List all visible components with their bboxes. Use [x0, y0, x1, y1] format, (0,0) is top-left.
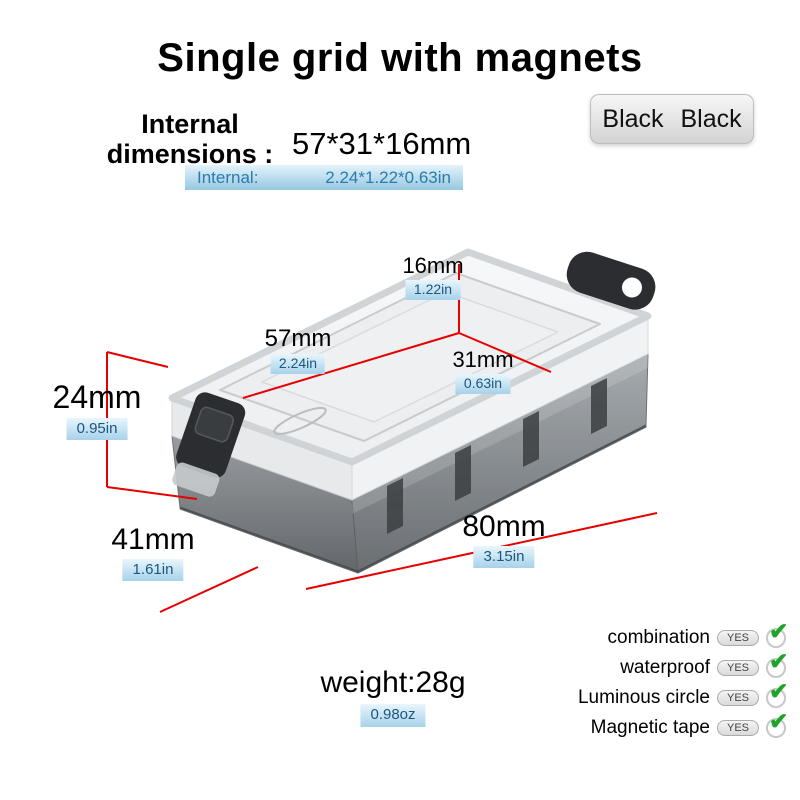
- check-icon: ✔: [766, 618, 788, 648]
- yes-badge: YES: [716, 660, 759, 676]
- check-mark: ✔: [769, 618, 789, 644]
- check-icon: ✔: [766, 708, 788, 738]
- feature-label: Luminous circle: [577, 687, 710, 708]
- feature-checklist: combination YES ✔ waterproof YES ✔ Lumin…: [577, 618, 788, 747]
- yes-badge: YES: [716, 720, 759, 736]
- dim-outer-width-inch: 1.61in: [122, 558, 184, 582]
- internal-dimensions-label: Internal dimensions :: [92, 109, 288, 169]
- internal-label-line2: dimensions :: [106, 138, 274, 169]
- dim-outer-length-inch: 3.15in: [473, 545, 535, 569]
- check-ring: [766, 628, 786, 648]
- dim-inner-height: 16mm 1.22in: [402, 253, 464, 300]
- check-ring: [766, 718, 786, 738]
- dim-inner-width-mm: 31mm: [452, 347, 514, 372]
- box-body: [171, 353, 649, 574]
- dim-inner-length-mm: 57mm: [264, 325, 332, 352]
- check-mark: ✔: [769, 708, 789, 734]
- dim-inner-height-inch: 1.22in: [405, 280, 461, 300]
- dim-outer-length-mm: 80mm: [462, 510, 546, 543]
- check-ring: [766, 688, 786, 708]
- internal-strip-value: 2.24*1.22*0.63in: [325, 167, 451, 187]
- feature-label: combination: [607, 627, 710, 648]
- feature-label: Magnetic tape: [590, 717, 710, 738]
- dim-outer-height: 24mm 0.95in: [52, 379, 142, 441]
- yes-badge: YES: [716, 630, 759, 646]
- feature-row-magnetic-tape: Magnetic tape YES ✔: [578, 708, 788, 739]
- weight-label: weight:28g: [320, 666, 466, 699]
- dim-inner-height-mm: 16mm: [402, 253, 464, 278]
- color-variant-badge: Black Black: [590, 94, 754, 144]
- internal-strip-label: Internal:: [197, 167, 259, 187]
- check-ring: [766, 658, 786, 678]
- dim-inner-width-inch: 0.63in: [455, 374, 511, 394]
- check-mark: ✔: [769, 678, 789, 704]
- dim-inner-length-inch: 2.24in: [270, 354, 326, 374]
- check-icon: ✔: [766, 648, 788, 678]
- weight-oz-value: 0.98oz: [360, 704, 426, 727]
- internal-dimensions-mm: 57*31*16mm: [292, 126, 472, 161]
- internal-label-line1: Internal: [141, 109, 239, 139]
- weight-oz-badge: 0.98oz: [360, 704, 426, 727]
- feature-row-waterproof: waterproof YES ✔: [578, 648, 788, 679]
- dim-inner-length: 57mm 2.24in: [264, 325, 332, 374]
- page-title: Single grid with magnets: [157, 36, 643, 80]
- dim-outer-height-mm: 24mm: [52, 379, 142, 415]
- dim-outer-width-mm: 41mm: [111, 523, 195, 556]
- dim-inner-width: 31mm 0.63in: [452, 347, 514, 394]
- magnet-tabs: [387, 378, 607, 534]
- hinge-hang-tab: [566, 251, 656, 310]
- yes-badge: YES: [716, 690, 759, 706]
- box-lid: [168, 248, 652, 501]
- feature-label: waterproof: [620, 657, 710, 678]
- dim-outer-width: 41mm 1.61in: [111, 523, 195, 582]
- dim-outer-height-inch: 0.95in: [66, 417, 128, 441]
- latch-clip: [172, 392, 246, 497]
- dim-outer-length: 80mm 3.15in: [462, 510, 546, 569]
- check-mark: ✔: [769, 648, 789, 674]
- check-icon: ✔: [766, 678, 788, 708]
- feature-row-combination: combination YES ✔: [578, 618, 788, 649]
- feature-row-luminous-circle: Luminous circle YES ✔: [577, 678, 788, 709]
- brand-logo-swoosh: [273, 406, 327, 436]
- internal-dimensions-inch-strip: Internal: 2.24*1.22*0.63in: [185, 165, 463, 190]
